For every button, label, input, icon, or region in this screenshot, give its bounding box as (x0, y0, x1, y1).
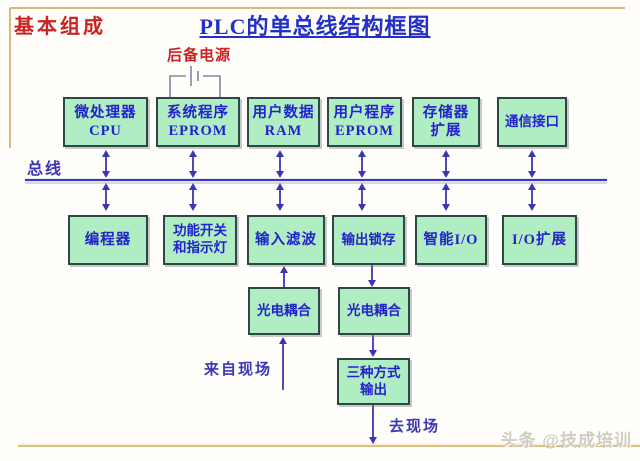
node-label-line: EPROM (168, 123, 228, 139)
node-label-line: 光电耦合 (257, 302, 311, 318)
node-label-line: 用户程序 (333, 104, 396, 121)
watermark: 头条 @技成培训 (500, 431, 632, 450)
node-output-latch: 输出锁存 (332, 215, 405, 265)
node-label-line: 输入滤波 (255, 231, 317, 248)
node-comm-interface: 通信接口 (497, 97, 567, 147)
node-label-line: 用户数据 (252, 104, 315, 121)
to-field-label: 去现场 (389, 418, 441, 435)
node-label-line: 光电耦合 (347, 302, 401, 318)
node-label-line: 功能开关 (173, 223, 227, 239)
node-label-line: EPROM (335, 123, 394, 139)
node-label-line: 和指示灯 (173, 240, 227, 255)
frame-lines (9, 7, 640, 447)
node-label-line: 智能I/O (423, 231, 479, 248)
node-label-line: I/O扩展 (512, 231, 567, 248)
node-memory-expansion: 存储器 扩展 (412, 97, 480, 147)
node-label-line: 编程器 (84, 231, 132, 248)
node-output-modes: 三种方式 输出 (337, 358, 410, 405)
node-label-line: 存储器 (422, 104, 470, 121)
node-system-eprom: 系统程序 EPROM (156, 97, 240, 147)
node-function-switch: 功能开关 和指示灯 (163, 215, 237, 265)
node-label-line: RAM (264, 123, 303, 139)
bus-line (25, 178, 607, 184)
backup-power-label: 后备电源 (167, 47, 232, 64)
node-label-line: 系统程序 (167, 104, 229, 121)
battery-icon (169, 66, 221, 98)
node-label-line: 扩展 (430, 123, 462, 139)
node-label-line: CPU (89, 123, 122, 139)
page-title: PLC的单总线结构框图 (199, 14, 431, 39)
node-programmer: 编程器 (68, 215, 148, 265)
node-label-line: 三种方式 (346, 364, 401, 380)
from-field-label: 来自现场 (204, 361, 273, 378)
node-label-line: 输出 (360, 381, 387, 397)
bus-label: 总线 (27, 161, 64, 178)
corner-label: 基本组成 (14, 16, 106, 38)
node-photocoupler-right: 光电耦合 (338, 287, 410, 335)
node-label-line: 输出锁存 (341, 231, 396, 247)
node-user-eprom: 用户程序 EPROM (327, 97, 402, 147)
node-cpu: 微处理器 CPU (63, 97, 148, 147)
node-user-ram: 用户数据 RAM (247, 97, 320, 147)
node-smart-io: 智能I/O (415, 215, 487, 265)
node-input-filter: 输入滤波 (247, 215, 325, 265)
node-label-line: 通信接口 (505, 113, 559, 129)
bus-arrows (102, 150, 536, 444)
node-label-line: 微处理器 (74, 104, 137, 121)
node-io-expansion: I/O扩展 (502, 215, 577, 265)
node-photocoupler-left: 光电耦合 (248, 287, 320, 335)
